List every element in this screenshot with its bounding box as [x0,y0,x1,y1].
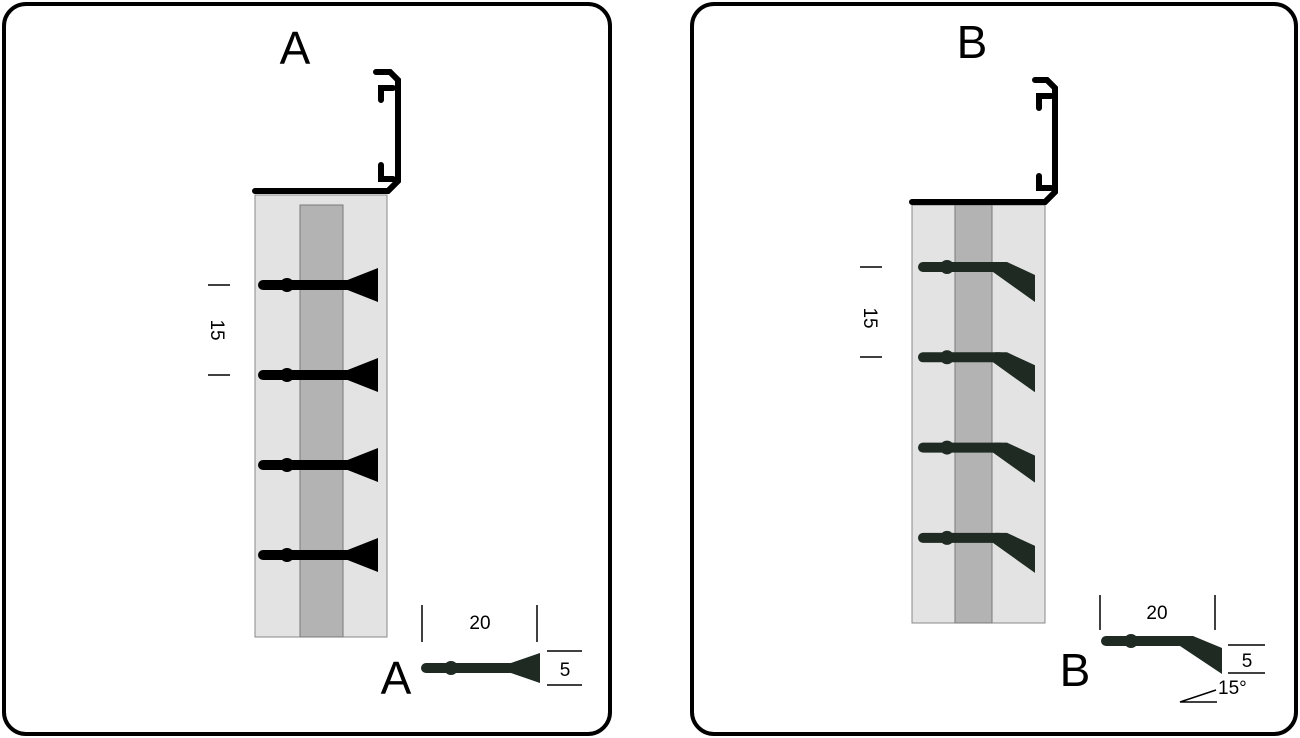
fin [918,350,1035,393]
mounting-rail [909,77,1058,205]
spacing-dimension: 15 [859,266,882,358]
spacing-dimension: 15 [206,284,230,376]
angle-marker [1179,689,1217,703]
rail-lips [1036,93,1054,191]
fin [918,440,1035,483]
seal-core [954,204,993,624]
fin [258,268,378,302]
spacing-label: 15 [859,307,880,328]
detail-dimensions: 20 5 15° [1099,595,1265,703]
detail-label: B [1060,644,1091,696]
panel-a: A 15 A 20 5 [2,2,612,736]
fin [918,530,1035,573]
fins [258,268,378,572]
angle-label: 15° [1218,678,1247,699]
fin [918,260,1035,302]
panel-b-title: B [957,16,988,68]
mounting-rail [252,69,401,194]
rail-lips [378,85,396,182]
panel-a-title: A [280,22,311,74]
detail-fin [421,653,540,683]
height-label: 5 [560,660,571,681]
fin [258,448,378,482]
height-label: 5 [1242,651,1253,672]
fin [258,358,378,392]
panel-b: B 15 B 20 5 15° [690,2,1298,736]
seal-core [299,204,344,638]
detail-label: A [381,652,412,704]
length-label: 20 [1146,603,1167,624]
detail-fin [1101,634,1222,674]
fin [258,538,378,572]
length-label: 20 [469,613,490,634]
spacing-label: 15 [206,319,227,340]
detail-dimensions: 20 5 [421,605,582,686]
fins [918,260,1035,573]
